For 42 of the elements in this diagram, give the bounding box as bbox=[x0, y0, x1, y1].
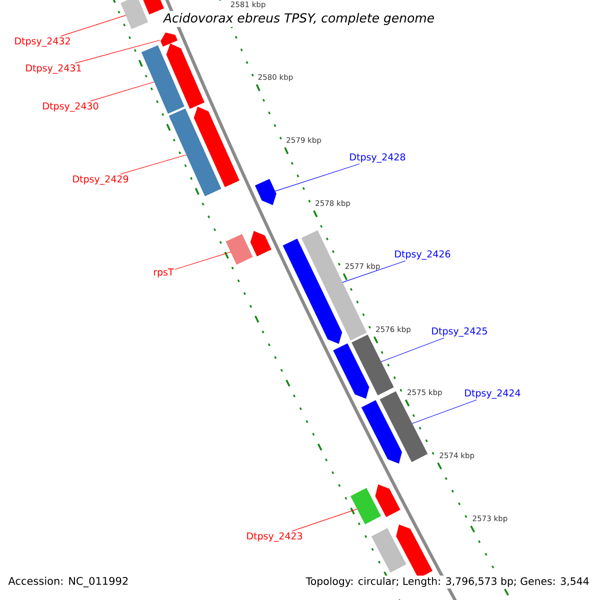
accession-text: Accession: NC_011992 bbox=[8, 576, 128, 588]
gene-label: Dtpsy_2424 bbox=[465, 389, 520, 399]
gene-label: Dtpsy_2432 bbox=[15, 37, 70, 47]
leader-line bbox=[60, 15, 126, 36]
gene-label: Dtpsy_2426 bbox=[395, 250, 450, 260]
leader-line bbox=[120, 154, 186, 174]
gene-label: Dtpsy_2423 bbox=[247, 532, 302, 542]
leader-line bbox=[174, 252, 231, 270]
leader-line bbox=[274, 164, 360, 192]
gene-block bbox=[361, 400, 402, 464]
gene-label: Dtpsy_2425 bbox=[432, 327, 487, 337]
gene-label: rpsT bbox=[154, 268, 174, 278]
gene-label: Dtpsy_2431 bbox=[26, 64, 81, 74]
gene-label: Dtpsy_2430 bbox=[43, 102, 98, 112]
leader-line bbox=[412, 400, 477, 424]
gene-label: Dtpsy_2428 bbox=[350, 153, 406, 163]
gene-block bbox=[250, 230, 272, 256]
leader-line bbox=[380, 338, 444, 362]
gene-block bbox=[282, 238, 342, 344]
gene-bar bbox=[120, 0, 148, 30]
gene-bar bbox=[352, 334, 394, 396]
leader-line bbox=[342, 260, 406, 283]
gene-bar bbox=[226, 234, 253, 265]
gene-bar bbox=[168, 108, 222, 196]
gene-block bbox=[375, 484, 400, 518]
gene-bar bbox=[301, 230, 367, 341]
gene-bar bbox=[350, 488, 382, 524]
leader-line bbox=[74, 40, 160, 64]
leader-line bbox=[90, 82, 154, 102]
gene-label: Dtpsy_2429 bbox=[73, 175, 128, 185]
gene-block bbox=[333, 343, 370, 399]
gene-block bbox=[194, 106, 240, 188]
gene-block bbox=[396, 524, 433, 578]
gene-bar bbox=[371, 528, 406, 573]
gene-block bbox=[160, 32, 178, 47]
gene-bar bbox=[380, 391, 428, 462]
topology-text: Topology: circular; Length: 3,796,573 bp; Genes: 3,544 bbox=[304, 576, 591, 588]
gene-block bbox=[254, 178, 276, 206]
gene-block bbox=[166, 44, 205, 109]
leader-line bbox=[291, 508, 358, 532]
title: Acidovorax ebreus TPSY, complete genome bbox=[161, 10, 437, 28]
gene-bar bbox=[141, 45, 184, 114]
